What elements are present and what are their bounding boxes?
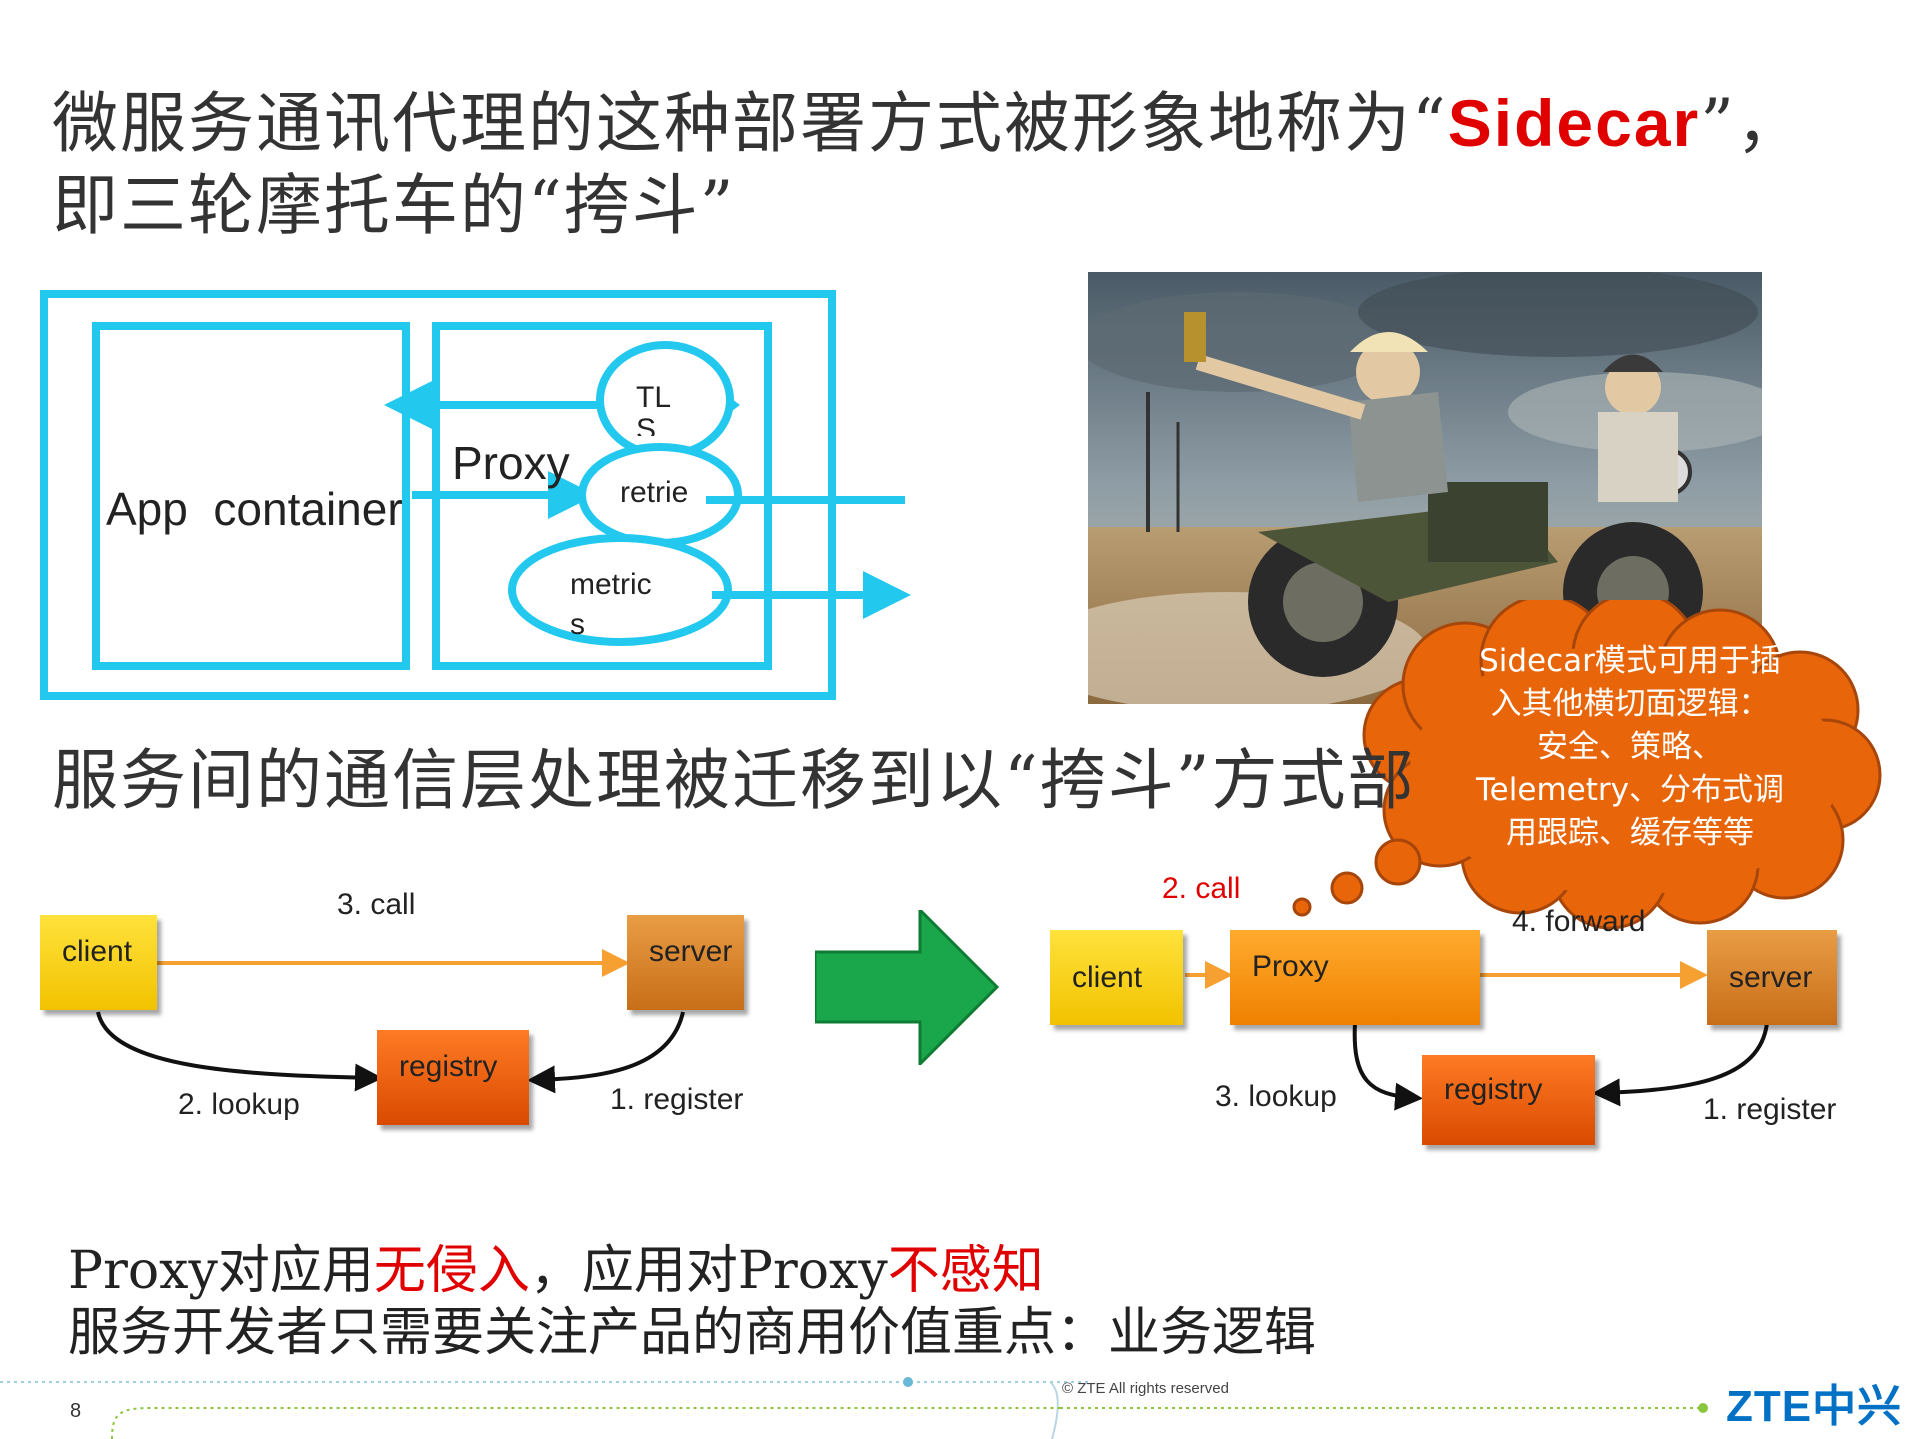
bottom-line1-b: 无侵入 (373, 1241, 530, 1301)
cloud-text-line2: 入其他横切面逻辑： (1490, 686, 1770, 722)
cloud-text-line1: Sidecar模式可用于插 (1479, 643, 1781, 679)
title-part1: 微服务通讯代理的这种部署方式被形象地称为“ (52, 85, 1448, 162)
thought-cloud (1292, 600, 1882, 930)
server-node-before: server (627, 915, 744, 1010)
copyright-note: © ZTE All rights reserved (1062, 1380, 1229, 1397)
cloud-text: Sidecar模式可用于插 入其他横切面逻辑： 安全、策略、 Telemetry… (1445, 640, 1815, 855)
sidecar-diagram-svg (384, 341, 911, 646)
zte-logo: ZTE中兴 (1726, 1382, 1903, 1431)
middle-statement: 服务间的通信层处理被迁移到以“挎斗”方式部 (52, 742, 1416, 819)
metrics-ellipse (508, 534, 732, 646)
bottom-line1-c: ，应用对Proxy (529, 1241, 888, 1301)
client-node-after: client (1050, 930, 1183, 1025)
lookup-arrow-after (1352, 1022, 1423, 1111)
app-container-label: App container (106, 483, 403, 535)
call-label-before: 3. call (337, 888, 416, 921)
registry-node-after: registry (1422, 1055, 1595, 1145)
lookup-label-before: 2. lookup (178, 1088, 300, 1121)
footer-decoration (0, 1377, 1708, 1439)
bottom-line1-a: Proxy对应用 (68, 1241, 374, 1301)
proxy-node-after: Proxy (1230, 930, 1480, 1025)
registry-node-before: registry (377, 1030, 529, 1125)
metrics-label-line1: metric (570, 568, 652, 601)
server-node-after: server (1707, 930, 1837, 1025)
cloud-text-line4: Telemetry、分布式调 (1476, 772, 1784, 808)
register-label-after: 1. register (1703, 1093, 1837, 1126)
tls-label: TL S (636, 382, 672, 436)
bottom-statements: Proxy对应用无侵入，应用对Proxy不感知 服务开发者只需要关注产品的商用价… (68, 1240, 1316, 1364)
flow-before-arrows (96, 949, 685, 1094)
retries-label: retrie (620, 476, 689, 509)
title-part2: ”， 即三轮摩托车的“挎斗” (52, 85, 1804, 244)
flow-after-arrows (1185, 961, 1769, 1111)
lookup-arrow (96, 1011, 383, 1092)
forward-label-after: 4. forward (1512, 905, 1646, 938)
cloud-text-line3: 安全、策略、 (1537, 729, 1723, 765)
page-number: 8 (70, 1400, 82, 1422)
outer-pod-box (40, 290, 836, 700)
cloud-text-line5: 用跟踪、缓存等等 (1506, 815, 1754, 851)
register-arrow (527, 1011, 685, 1094)
register-label-before: 1. register (610, 1083, 744, 1116)
metrics-label-line2: s (570, 608, 585, 641)
proxy-label: Proxy (452, 437, 570, 489)
call-label-after: 2. call (1162, 872, 1241, 905)
title-highlight: Sidecar (1447, 86, 1701, 160)
bottom-line-2: 服务开发者只需要关注产品的商用价值重点：业务逻辑 (68, 1303, 1317, 1363)
lookup-label-after: 3. lookup (1215, 1080, 1337, 1113)
client-node-before: client (40, 915, 157, 1010)
slide-title: 微服务通讯代理的这种部署方式被形象地称为“Sidecar”， 即三轮摩托车的“挎… (52, 82, 1832, 247)
app-container-box (92, 322, 410, 670)
register-arrow-after (1592, 1022, 1769, 1107)
bottom-line-1: Proxy对应用无侵入，应用对Proxy不感知 (68, 1240, 1316, 1302)
transition-arrow (815, 910, 1000, 1065)
bottom-line1-d: 不感知 (887, 1241, 1044, 1301)
